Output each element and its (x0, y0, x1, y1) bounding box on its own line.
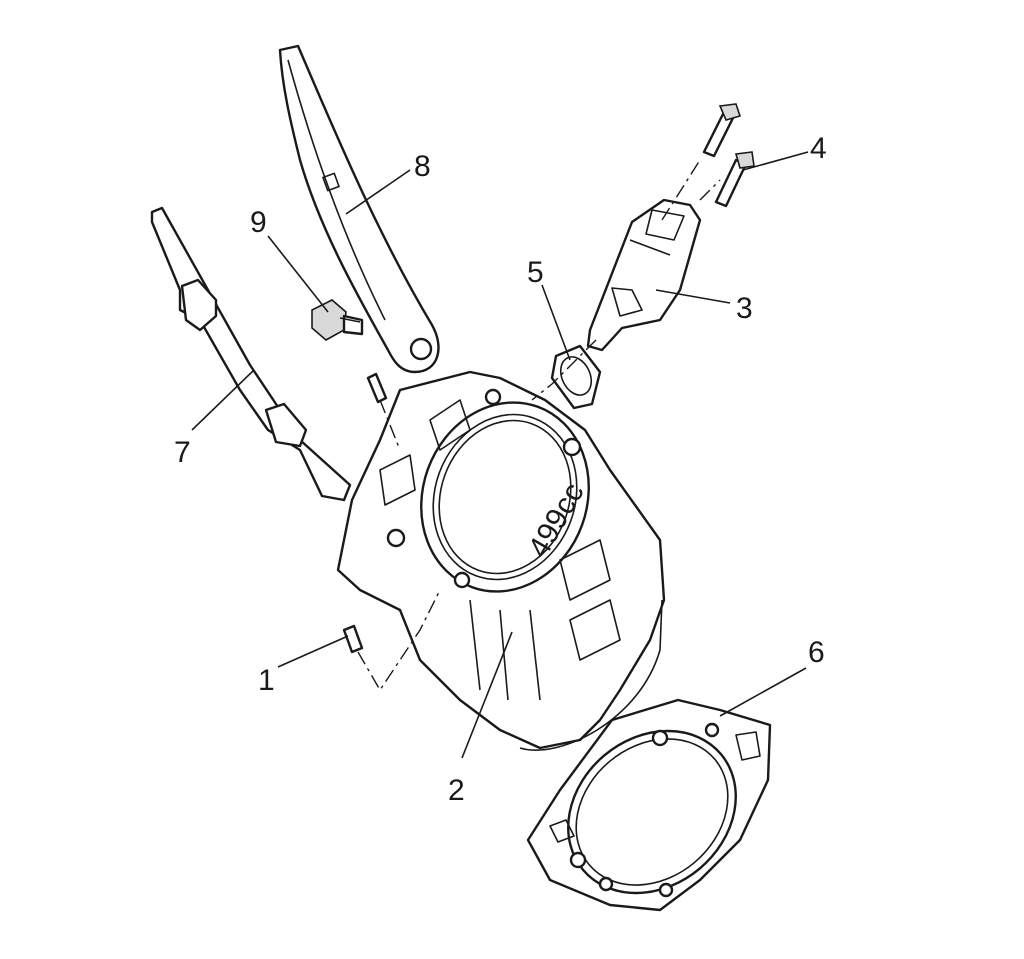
callout-5: 5 (527, 256, 544, 289)
part-4-bolts (702, 103, 755, 208)
leader-9 (267, 235, 329, 313)
part-6-head-gasket (526, 698, 772, 912)
callout-9: 9 (250, 206, 267, 239)
leader-4 (742, 151, 809, 171)
part-8-chain-guide (278, 44, 440, 374)
assembly-axes (357, 159, 721, 692)
callout-8: 8 (414, 150, 431, 183)
callout-labels: 1 2 3 4 5 6 7 8 9 (174, 132, 827, 807)
leader-lines (191, 151, 809, 759)
callout-6: 6 (808, 636, 825, 669)
callout-4: 4 (810, 132, 827, 165)
leader-5 (541, 284, 571, 361)
leader-7 (191, 369, 255, 431)
part-9-pivot-bolt (311, 299, 364, 341)
leader-3 (655, 289, 731, 304)
callout-7: 7 (174, 436, 191, 469)
part-7-chain-guide (150, 206, 352, 502)
leader-8 (345, 169, 411, 215)
leader-6 (719, 667, 807, 717)
part-3-chain-tensioner (586, 198, 702, 352)
leader-1 (277, 635, 349, 668)
callout-1: 1 (258, 664, 275, 697)
part-2-cylinder-block: 499cc (336, 370, 666, 751)
callout-2: 2 (448, 774, 465, 807)
part-1-dowel-pins (342, 372, 388, 654)
callout-3: 3 (736, 292, 753, 325)
leader-2 (461, 631, 513, 759)
part-5-gasket (550, 344, 602, 410)
